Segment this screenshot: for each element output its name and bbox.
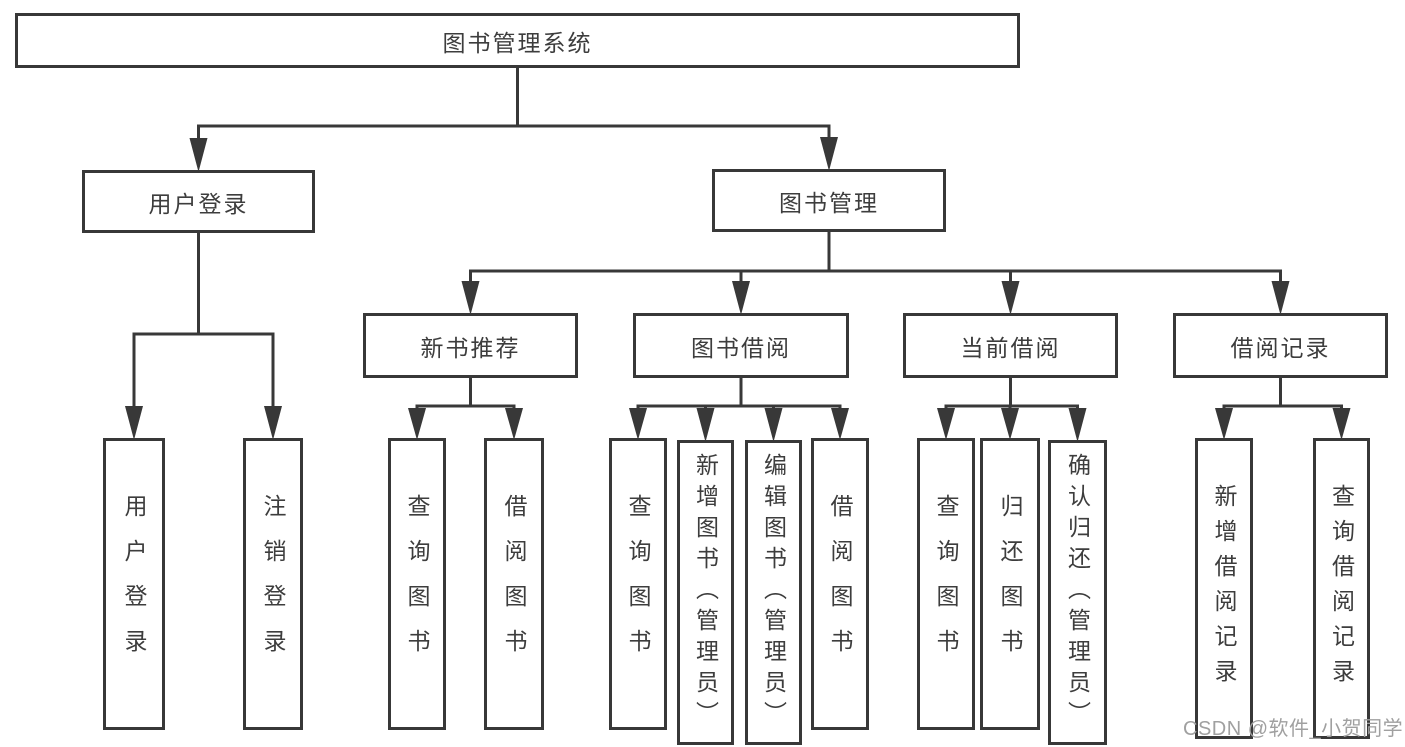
connector-root	[189, 66, 838, 172]
node-current-borrow: 当前借阅	[903, 313, 1118, 378]
node-rec-query-record: 查询借阅记录	[1313, 438, 1370, 739]
node-label: 图书管理系统	[442, 29, 593, 56]
node-cur-confirm-return: 确认归还（管理员）	[1048, 440, 1107, 745]
node-book-borrow: 图书借阅	[633, 313, 849, 378]
node-user-login: 用户登录	[82, 170, 315, 233]
node-label: 新增借阅记录	[1211, 483, 1237, 694]
connector-user-login	[125, 231, 282, 440]
node-label: 用户登录	[121, 494, 147, 674]
node-label: 查询图书	[625, 494, 651, 674]
node-label: 借阅记录	[1230, 334, 1331, 361]
node-label: 确认归还（管理员）	[1064, 453, 1091, 732]
node-label: 注销登录	[260, 494, 286, 674]
node-borrow-edit-books: 编辑图书（管理员）	[745, 440, 802, 745]
node-label: 查询借阅记录	[1328, 483, 1355, 694]
node-label: 新书推荐	[420, 334, 521, 361]
node-label: 当前借阅	[960, 334, 1061, 361]
node-cur-return-books: 归还图书	[980, 438, 1040, 730]
node-label: 归还图书	[997, 494, 1023, 674]
node-root: 图书管理系统	[15, 13, 1020, 68]
node-user-login-item: 用户登录	[103, 438, 165, 730]
node-rec-add-record: 新增借阅记录	[1195, 438, 1253, 739]
node-label: 借阅图书	[501, 494, 527, 674]
connector-new-book-rec	[408, 376, 523, 440]
watermark-text: CSDN @软件_小贺同学	[1183, 718, 1404, 740]
node-borrow-query-books: 查询图书	[609, 438, 667, 730]
node-label: 图书借阅	[691, 334, 791, 361]
node-label: 编辑图书（管理员）	[760, 453, 787, 732]
node-label: 用户登录	[148, 190, 249, 217]
connector-borrow-records	[1215, 376, 1351, 440]
node-label: 新增图书（管理员）	[692, 453, 719, 732]
node-label: 图书管理	[779, 189, 879, 216]
node-rec-query-books: 查询图书	[388, 438, 446, 730]
node-label: 借阅图书	[827, 494, 853, 674]
connector-current-borrow	[937, 376, 1087, 442]
node-book-mgmt: 图书管理	[712, 169, 946, 232]
connector-book-mgmt	[461, 230, 1290, 315]
node-label: 查询图书	[933, 494, 959, 674]
node-cur-query-books: 查询图书	[917, 438, 975, 730]
node-borrow-records: 借阅记录	[1173, 313, 1388, 378]
node-rec-borrow-books: 借阅图书	[484, 438, 544, 730]
node-borrow-borrow-books: 借阅图书	[811, 438, 869, 730]
connector-book-borrow	[629, 376, 849, 442]
node-borrow-add-books: 新增图书（管理员）	[677, 440, 734, 745]
node-logout-item: 注销登录	[243, 438, 303, 730]
node-label: 查询图书	[404, 494, 430, 674]
node-new-book-rec: 新书推荐	[363, 313, 578, 378]
